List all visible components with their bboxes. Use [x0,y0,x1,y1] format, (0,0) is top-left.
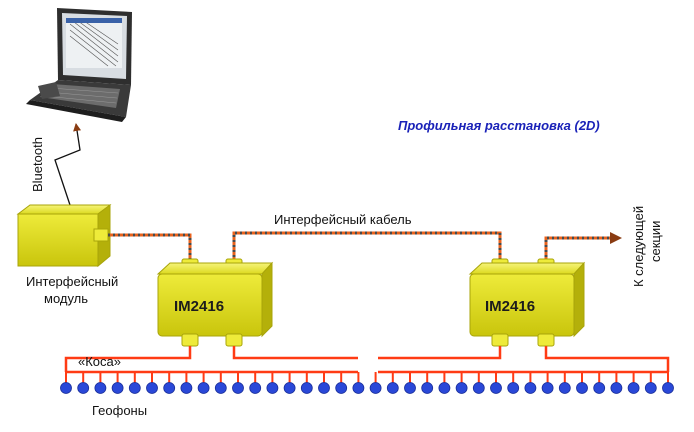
cable-kosa-label: «Коса» [78,354,121,369]
geophone-icon [214,382,227,394]
geophone-icon [576,382,588,394]
geophone-icon [541,382,554,394]
geophone-icon [163,382,176,394]
geophone-icon [644,382,657,394]
interface-module-icon [16,204,112,268]
geophone-icon [318,382,330,394]
next-section-label-line2: секции [648,221,663,262]
next-section-label-line1: К следующей [631,206,646,287]
geophone-icon [421,382,434,394]
geophone-icon [593,382,606,394]
unit-1-label: IM2416 [174,298,224,315]
geophone-icon [472,382,485,394]
arrow-icon [610,232,622,244]
geophone-icon [283,382,296,394]
geophone-icon [335,382,348,394]
geophone-icon [249,382,262,394]
geophone-icon [352,382,365,394]
acquisition-unit-2: IM2416 [468,258,586,347]
geophone-icon [369,382,382,394]
geophone-icon [266,382,279,394]
bluetooth-label: Bluetooth [30,137,45,192]
geophone-icon [77,382,90,394]
interface-module-label-line2: модуль [44,291,88,306]
geophone-row [60,382,674,394]
geophone-icon [386,382,399,394]
geophone-icon [490,382,502,394]
geophone-icon [627,382,640,394]
geophone-icon [180,382,193,394]
acquisition-unit-1: IM2416 [156,258,274,347]
geophone-icon [128,382,141,394]
wireless-link-icon [54,123,82,206]
geophone-icon [197,382,210,394]
unit-2-label: IM2416 [485,298,535,315]
interface-cable-label: Интерфейсный кабель [274,212,412,227]
interface-module-label-line1: Интерфейсный [26,274,118,289]
spread-cable [64,346,670,372]
geophone-icon [60,382,72,394]
geophone-icon [111,382,124,394]
geophones-label: Геофоны [92,403,147,418]
diagram-title: Профильная расстановка (2D) [398,118,600,133]
geophone-icon [610,382,623,394]
geophone-icon [662,382,674,394]
geophone-icon [146,382,158,394]
geophone-icon [94,382,107,394]
geophone-icon [300,382,313,394]
geophone-icon [558,382,571,394]
laptop-icon [26,8,132,122]
interface-cable [108,231,612,262]
spread-cable-drops [65,370,669,384]
geophone-icon [232,382,244,394]
geophone-icon [438,382,451,394]
geophone-icon [455,382,468,394]
geophone-icon [404,382,416,394]
geophone-icon [507,382,520,394]
geophone-icon [524,382,537,394]
